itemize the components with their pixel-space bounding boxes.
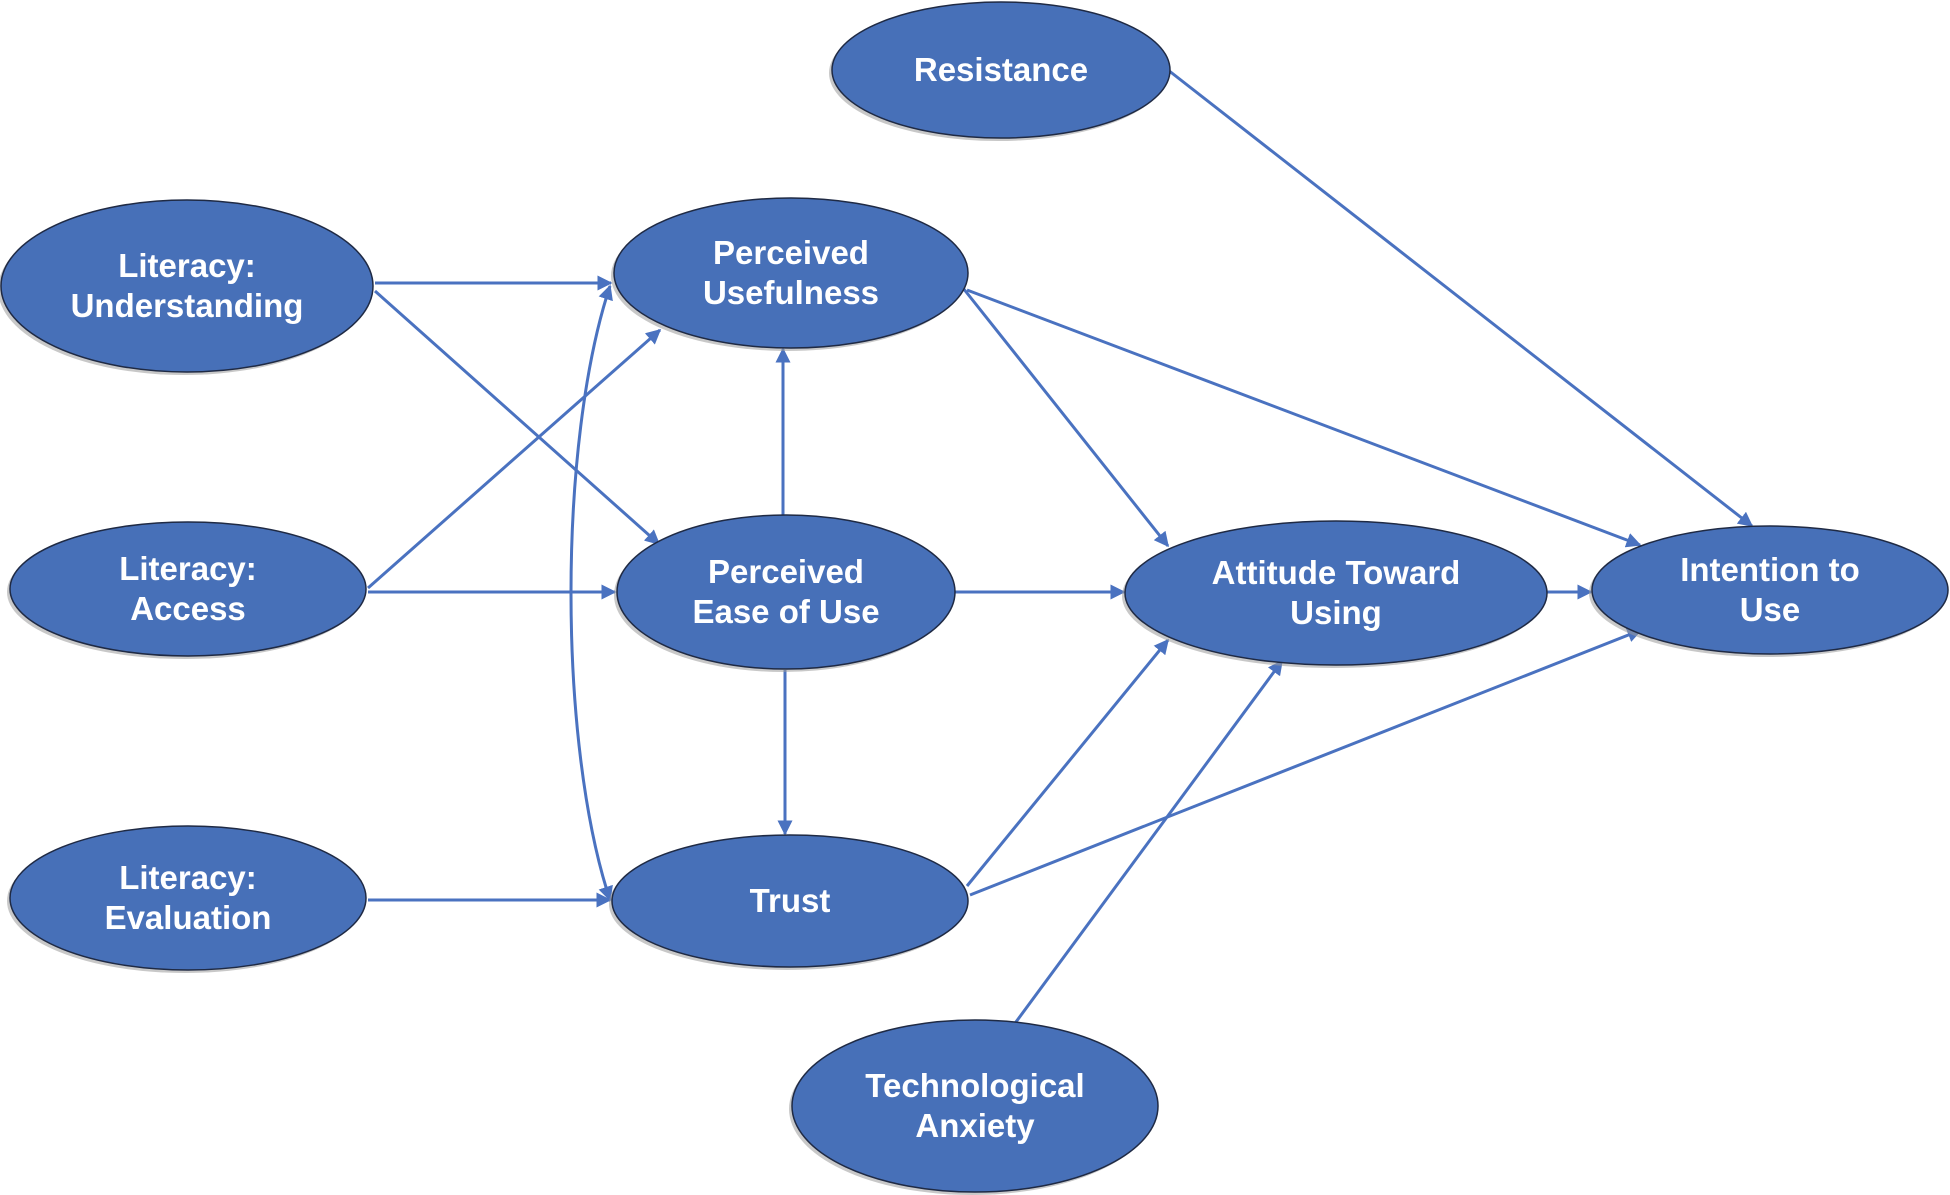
node-literacy-access: Literacy:Access (7, 521, 367, 659)
node-label: Literacy: (118, 247, 256, 284)
node-label: Understanding (71, 287, 304, 324)
node-ellipse (0, 199, 374, 373)
node-label: Use (1740, 591, 1801, 628)
node-label: Using (1290, 594, 1382, 631)
edge-trust-to-attitude-toward-using (965, 638, 1170, 887)
node-label: Literacy: (119, 550, 257, 587)
node-label: Usefulness (703, 274, 879, 311)
node-label: Resistance (914, 51, 1088, 88)
node-ellipse (1591, 525, 1949, 655)
node-label: Evaluation (105, 899, 272, 936)
node-ellipse (613, 197, 969, 349)
node-label: Perceived (708, 553, 864, 590)
edge-resistance-to-intention-to-use (1167, 68, 1754, 528)
edges-layer (367, 68, 1754, 1027)
node-resistance: Resistance (829, 1, 1171, 141)
node-label: Intention to (1680, 551, 1860, 588)
node-literacy-evaluation: Literacy:Evaluation (7, 825, 367, 973)
edge-trust-to-intention-to-use (969, 627, 1643, 897)
node-label: Perceived (713, 234, 869, 271)
node-ellipse (1124, 520, 1548, 666)
node-label: Technological (865, 1067, 1084, 1104)
node-ellipse (9, 825, 367, 971)
node-label: Literacy: (119, 859, 257, 896)
node-ellipse (616, 514, 956, 670)
node-label: Attitude Toward (1212, 554, 1461, 591)
edge-perceived-usefulness-to-intention-to-use (966, 288, 1642, 548)
edge-literacy-access-to-perceived-usefulness (367, 328, 662, 590)
node-label: Anxiety (915, 1107, 1035, 1144)
node-trust: Trust (609, 834, 969, 970)
edge-perceived-usefulness-to-attitude-toward-using (961, 287, 1170, 548)
node-ellipse (791, 1019, 1159, 1193)
node-ellipse (831, 1, 1171, 139)
node-label: Trust (750, 882, 831, 919)
node-label: Access (130, 590, 246, 627)
edge-literacy-understanding-to-perceived-ease-of-use (374, 289, 661, 546)
edge-technological-anxiety-to-attitude-toward-using (1011, 659, 1284, 1027)
node-literacy-understanding: Literacy:Understanding (0, 199, 374, 375)
node-ellipse (9, 521, 367, 657)
node-ellipse (611, 834, 969, 968)
edge-trust-to-perceived-usefulness (569, 284, 613, 902)
node-label: Ease of Use (692, 593, 879, 630)
